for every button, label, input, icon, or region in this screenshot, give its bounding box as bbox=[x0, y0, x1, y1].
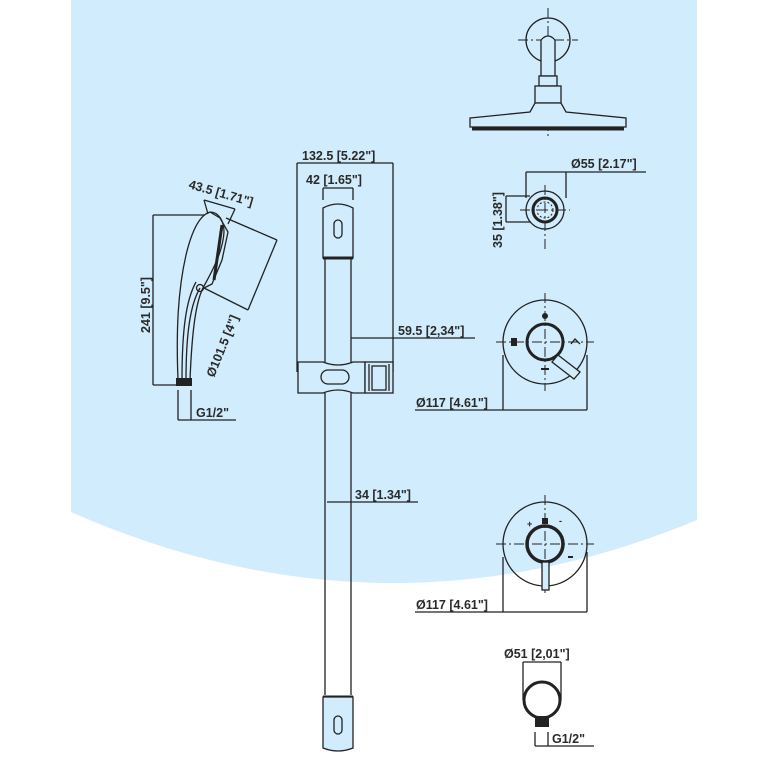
overhead-shower-drawing bbox=[469, 8, 627, 136]
diverter-plate-diameter-label: Ø117 [4.61"] bbox=[416, 396, 488, 410]
slide-bar-offset-label: 34 [1.34"] bbox=[355, 488, 411, 502]
hand-shower-height-label: 241 [9.5"] bbox=[139, 277, 153, 333]
thermostatic-valve-drawing: + - bbox=[415, 495, 594, 613]
hand-shower-connection-label: G1/2" bbox=[196, 406, 229, 420]
wall-outlet-drawing bbox=[522, 661, 594, 747]
arm-flange-diameter-label: Ø55 [2.17"] bbox=[571, 157, 637, 171]
slide-bar-drawing bbox=[296, 162, 475, 752]
diverter-valve-drawing bbox=[415, 293, 594, 411]
svg-text:-: - bbox=[559, 516, 562, 526]
svg-text:+: + bbox=[527, 519, 532, 529]
background-panel bbox=[71, 0, 697, 584]
slide-bar-end-cap-width-label: 42 [1.65"] bbox=[306, 173, 362, 187]
shower-arm-flange-drawing bbox=[505, 171, 646, 250]
wall-outlet-connection-label: G1/2" bbox=[552, 732, 585, 746]
slide-bar-slider-projection-label: 59.5 [2,34"] bbox=[398, 324, 464, 338]
hand-shower-drawing bbox=[152, 199, 278, 421]
slide-bar-bracket-width-label: 132.5 [5.22"] bbox=[302, 149, 375, 163]
arm-flange-depth-label: 35 [1.38"] bbox=[491, 192, 505, 248]
wall-outlet-diameter-label: Ø51 [2,01"] bbox=[504, 647, 570, 661]
thermostat-plate-diameter-label: Ø117 [4.61"] bbox=[416, 598, 488, 612]
